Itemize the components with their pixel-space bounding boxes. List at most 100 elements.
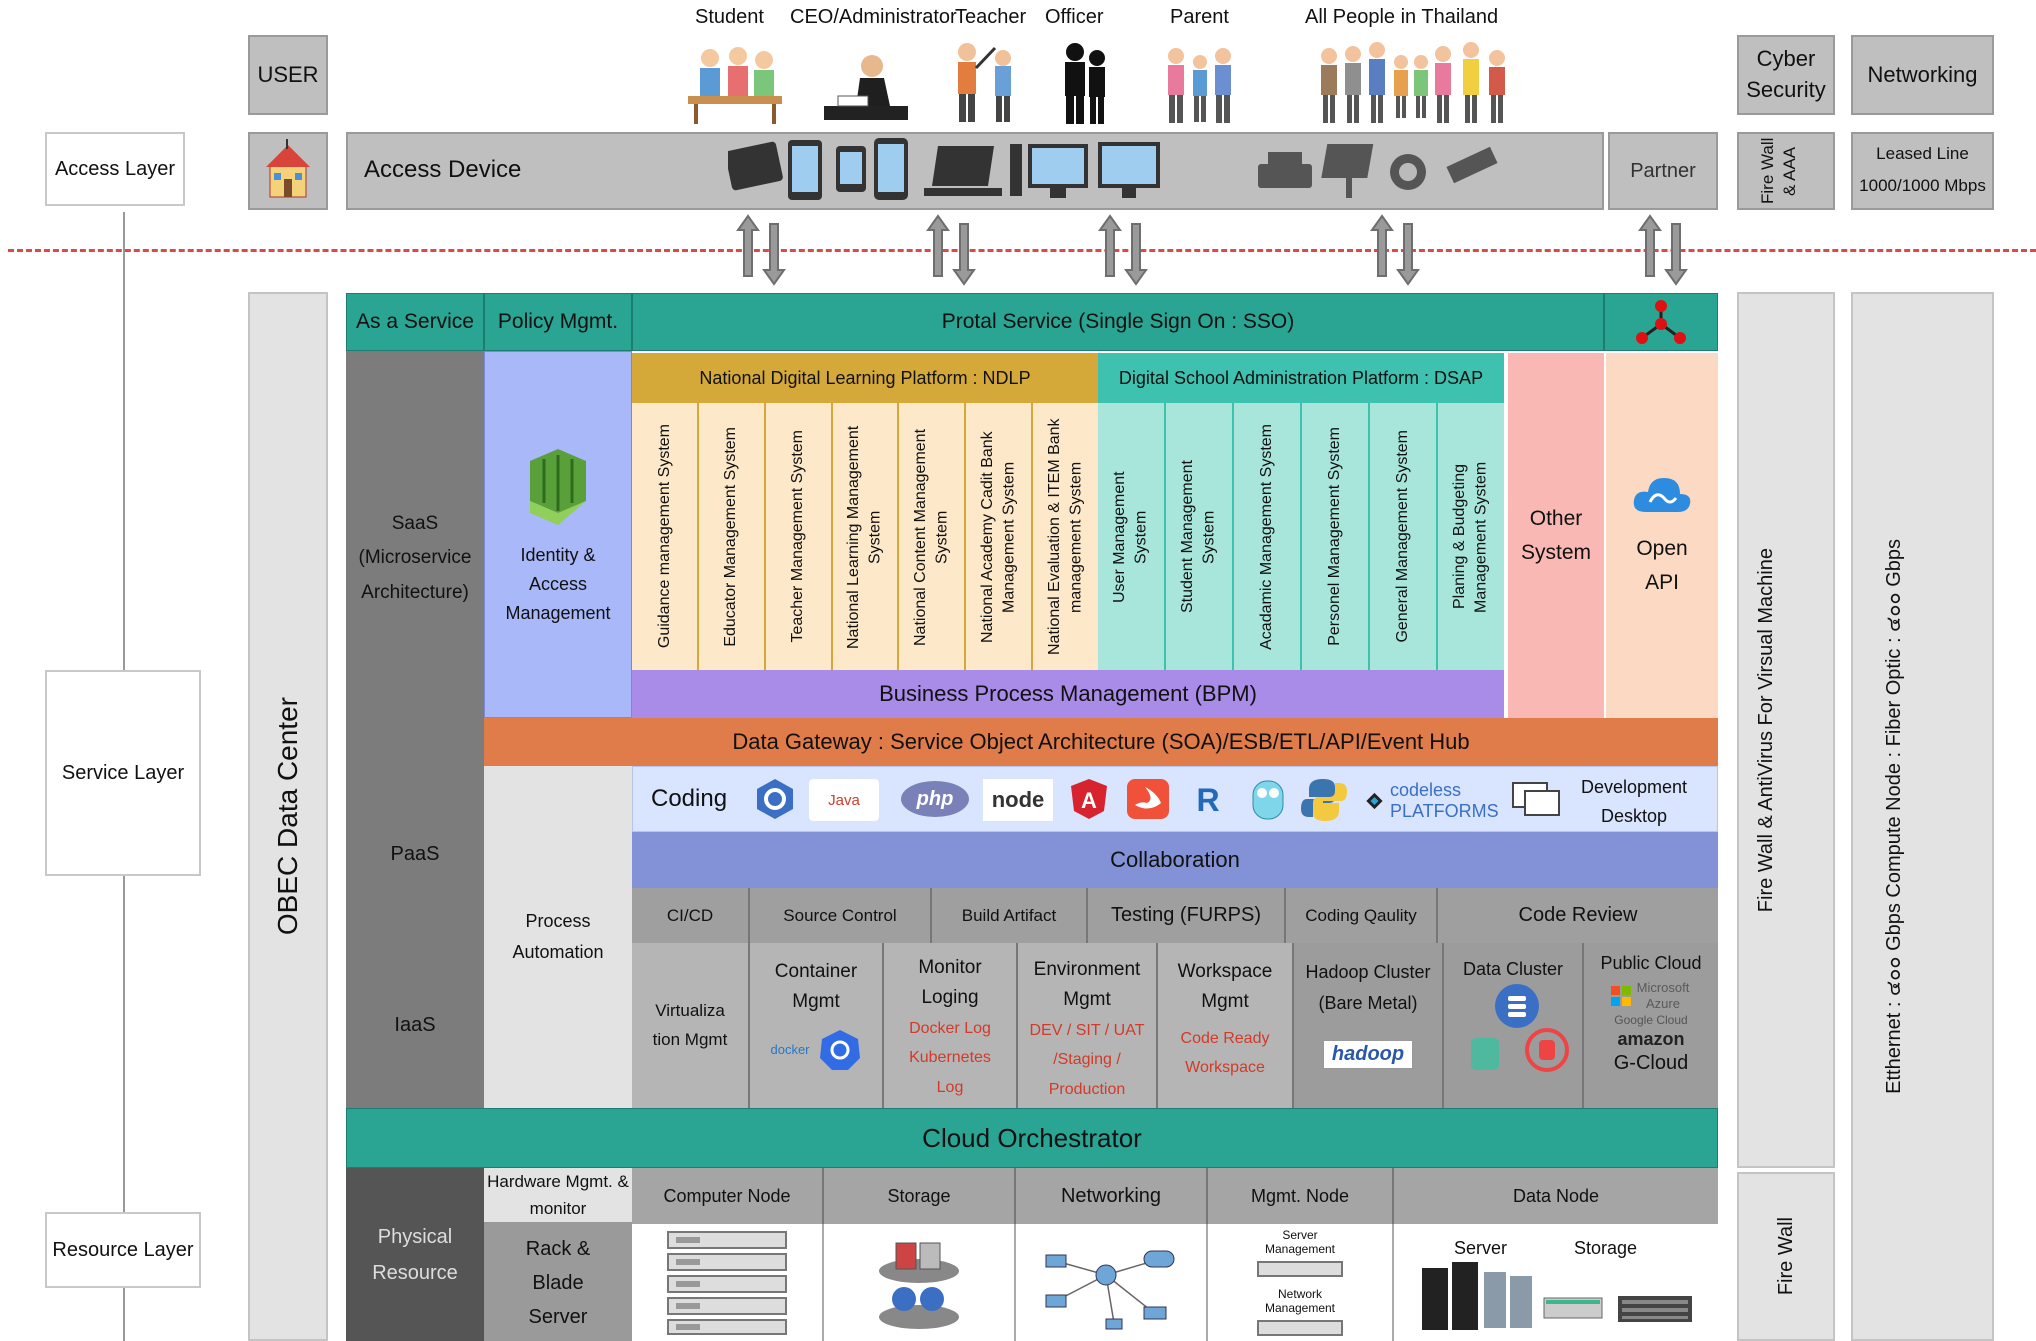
server-management-unit bbox=[1257, 1260, 1343, 1277]
ndlp-system-learning: National Learning Management System bbox=[833, 403, 900, 670]
access-device-bar: Access Device bbox=[346, 132, 1604, 210]
cyber-security-box: Cyber Security bbox=[1737, 35, 1835, 115]
data-center-label: OBEC Data Center bbox=[272, 697, 303, 936]
data-node-header: Data Node bbox=[1512, 1185, 1600, 1206]
data-cluster: Data Cluster bbox=[1444, 943, 1584, 1108]
data-node-server-label: Server bbox=[1454, 1238, 1508, 1258]
access-device-label: Access Device bbox=[364, 156, 522, 183]
nodejs-icon: node bbox=[983, 779, 1053, 821]
r-icon: R bbox=[1196, 781, 1220, 818]
ndlp-header: National Digital Learning Platform : NDL… bbox=[632, 353, 1098, 403]
cloud-orchestrator-bar: Cloud Orchestrator bbox=[346, 1108, 1718, 1168]
iam-label: Identity & Access Management bbox=[505, 545, 611, 623]
workspace-mgmt: Workspace Mgmt Code Ready Workspace bbox=[1158, 943, 1294, 1108]
computer-node-header: Computer Node bbox=[632, 1168, 824, 1224]
ndlp-system-guidance: Guidance management System bbox=[632, 403, 699, 670]
access-layer-label: Access Layer bbox=[45, 132, 185, 206]
resource-layer-label: Resource Layer bbox=[45, 1212, 201, 1288]
user-officer-label: Officer bbox=[1045, 6, 1104, 28]
ndlp-system-credit-bank: National Academy Cadit Bank Management S… bbox=[966, 403, 1034, 670]
dsap-systems: User Management System Student Managemen… bbox=[1098, 403, 1504, 670]
ndlp-system-teacher: Teacher Management System bbox=[766, 403, 833, 670]
storage-disks-icon bbox=[879, 1242, 959, 1329]
angular-icon: A bbox=[1071, 779, 1107, 819]
iam-cubes-icon bbox=[530, 449, 586, 526]
ndlp-system-evaluation: National Evaluation & ITEM Bank manageme… bbox=[1045, 418, 1085, 655]
data-node-devices: Server Storage bbox=[1394, 1224, 1718, 1341]
process-automation-block: Process Automation bbox=[484, 766, 632, 1108]
school-icon bbox=[248, 132, 328, 210]
data-node-storage-label: Storage bbox=[1574, 1238, 1638, 1258]
hadoop-logo: hadoop bbox=[1322, 1040, 1414, 1070]
networking-top-box: Networking bbox=[1851, 35, 1994, 115]
csharp-icon bbox=[757, 779, 793, 819]
dsap-system-general: General Management System bbox=[1370, 403, 1438, 670]
environment-mgmt: Environment Mgmt DEV / SIT / UAT /Stagin… bbox=[1018, 943, 1158, 1108]
partner-box: Partner bbox=[1608, 132, 1718, 210]
dsap-system-academic: Acadamic Management System bbox=[1234, 403, 1302, 670]
iaas-row: Virtualiza tion Mgmt Container Mgmt dock… bbox=[632, 943, 1718, 1108]
devops-build-artifact: Build Artifact bbox=[932, 888, 1088, 943]
virtualization-mgmt: Virtualiza tion Mgmt bbox=[632, 943, 750, 1108]
firewall-antivirus-label: Fire Wall & AntiVirus For Virsual Machin… bbox=[1755, 547, 1777, 913]
public-cloud: Public Cloud Microsoft Azure Google Clou… bbox=[1584, 943, 1718, 1108]
teacher-icon bbox=[958, 43, 1011, 122]
policy-mgmt-header: Policy Mgmt. bbox=[484, 293, 632, 351]
server-management-label: Server Management bbox=[1264, 1228, 1336, 1257]
container-mgmt: Container Mgmt docker bbox=[750, 943, 884, 1108]
leased-line-box: Leased Line 1000/1000 Mbps bbox=[1851, 132, 1994, 210]
kubernetes-icon bbox=[819, 1029, 860, 1070]
dsap-system-student: Student Management System bbox=[1166, 403, 1234, 670]
server-rack-icon bbox=[667, 1230, 787, 1335]
bpm-bar: Business Process Management (BPM) bbox=[632, 670, 1504, 718]
saas-label: SaaS (Microservice Architecture) bbox=[346, 351, 484, 766]
svg-text:A: A bbox=[1081, 788, 1097, 813]
java-icon: Java bbox=[809, 779, 879, 821]
connection-arrows bbox=[737, 215, 1687, 285]
storage-devices bbox=[824, 1224, 1016, 1341]
devops-row: CI/CD Source Control Build Artifact Test… bbox=[632, 888, 1718, 943]
cloud-api-icon bbox=[1633, 477, 1691, 512]
devops-cicd: CI/CD bbox=[632, 888, 750, 943]
administrator-icon bbox=[824, 55, 908, 120]
user-student-label: Student bbox=[695, 6, 764, 28]
swift-icon bbox=[1127, 779, 1169, 819]
portal-service-bar: Protal Service (Single Sign On : SSO) bbox=[632, 293, 1604, 351]
devops-source-control: Source Control bbox=[750, 888, 932, 943]
ndlp-system-content: National Content Management System bbox=[899, 403, 967, 670]
dsap-system-planning: Planing & Budgeting Management System bbox=[1451, 460, 1490, 613]
go-gopher-icon bbox=[1252, 780, 1284, 820]
user-all-people-label: All People in Thailand bbox=[1305, 6, 1499, 28]
leased-line-label: Leased Line bbox=[1876, 144, 1969, 163]
dsap-system-personnel: Personel Management System bbox=[1302, 403, 1370, 670]
people-icon bbox=[1321, 42, 1505, 123]
network-devices bbox=[1016, 1224, 1208, 1341]
network-speed-label: Etthernet : ๔๐๐ Gbps Compute Node : Fibe… bbox=[1882, 539, 1905, 1094]
service-layer-label: Service Layer bbox=[45, 670, 201, 876]
microsoft-logo-icon bbox=[1611, 985, 1631, 1006]
development-desktop-icon bbox=[1512, 782, 1560, 816]
paas-label: PaaS bbox=[346, 766, 484, 943]
dsap-header: Digital School Administration Platform :… bbox=[1098, 353, 1504, 403]
ndlp-system-educator: Educator Management System bbox=[699, 403, 766, 670]
parent-icon bbox=[1168, 48, 1231, 123]
api-network-icon bbox=[1604, 293, 1718, 351]
devops-code-review: Code Review bbox=[1518, 904, 1638, 926]
firewall-resource-label: Fire Wall bbox=[1774, 1217, 1797, 1296]
user-teacher-label: Teacher bbox=[955, 6, 1027, 28]
amazon-label: amazon bbox=[1617, 1029, 1685, 1050]
data-gateway-bar: Data Gateway : Service Object Architectu… bbox=[484, 718, 1718, 766]
user-administrator-label: CEO/Administrator bbox=[790, 6, 957, 28]
as-a-service-header: As a Service bbox=[346, 293, 484, 351]
networking-header: Networking bbox=[1016, 1168, 1208, 1224]
user-box: USER bbox=[248, 35, 328, 115]
database-cluster-icon bbox=[1471, 984, 1569, 1072]
other-system-block: Other System bbox=[1508, 353, 1604, 718]
devices-icon bbox=[728, 138, 1160, 200]
network-speed-column: Etthernet : ๔๐๐ Gbps Compute Node : Fibe… bbox=[1851, 292, 1994, 1341]
rack-blade-label: Rack & Blade Server bbox=[484, 1224, 632, 1341]
microsoft-azure-label: Microsoft Azure bbox=[1636, 980, 1690, 1011]
firewall-aaa-label: Fire Wall & AAA bbox=[1758, 137, 1800, 205]
devops-coding-quality: Coding Qaulity bbox=[1286, 888, 1438, 943]
monitor-logging: Monitor Loging Docker Log Kubernetes Log bbox=[884, 943, 1018, 1108]
